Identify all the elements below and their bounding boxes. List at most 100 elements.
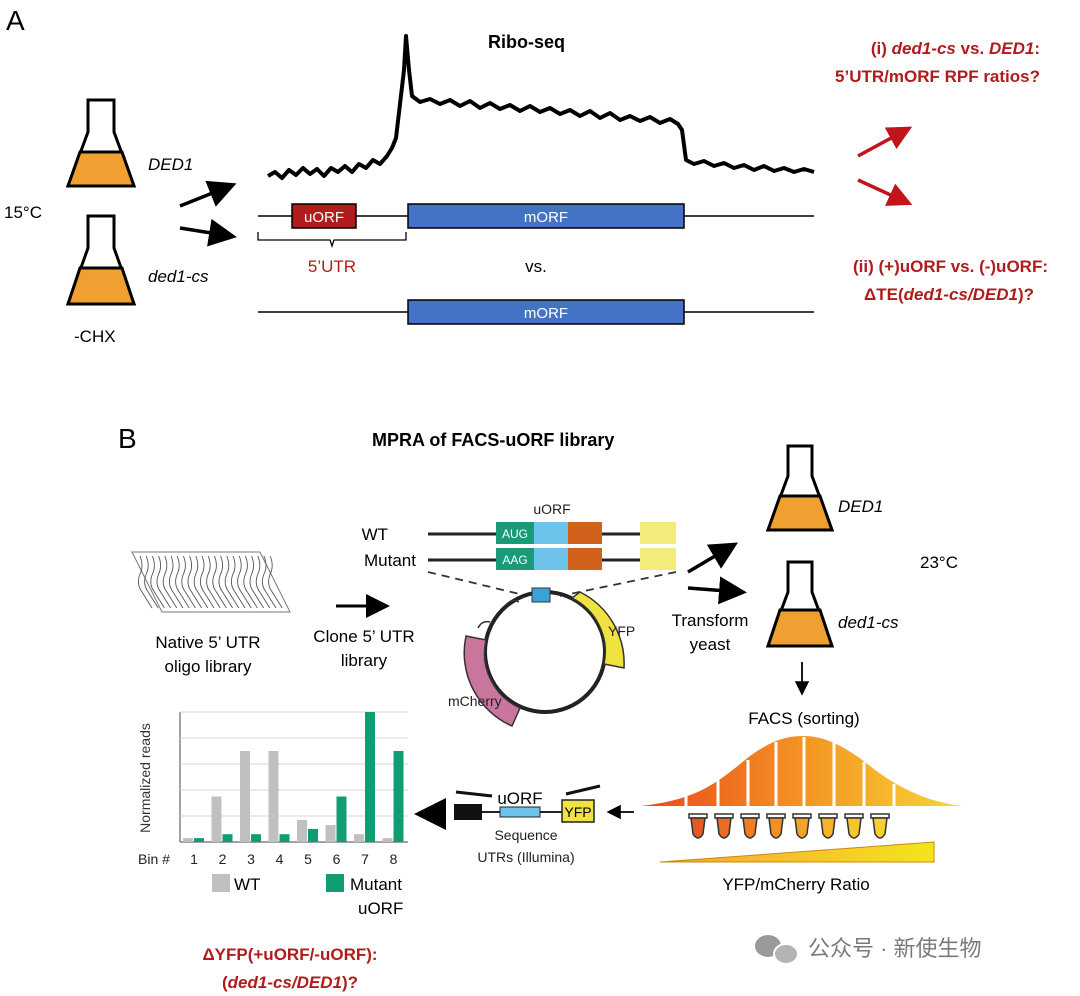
chart-xlabel: Bin # bbox=[138, 851, 170, 867]
oligo-strand bbox=[261, 555, 277, 609]
facs-distribution bbox=[640, 736, 962, 806]
oligo-strand bbox=[144, 555, 159, 609]
plasmid-yfp-label: YFP bbox=[608, 623, 635, 639]
legend-swatch-wt bbox=[212, 874, 230, 892]
tube-icon bbox=[740, 813, 760, 839]
sequencing-label-line-2: UTRs (Illumina) bbox=[477, 849, 574, 865]
bar-mutant-bin-2 bbox=[222, 834, 233, 842]
oligo-strand bbox=[175, 555, 190, 609]
oligo-strand bbox=[243, 555, 258, 609]
question-3-line-1: ΔYFP(+uORF/-uORF): bbox=[202, 945, 377, 964]
start-codon-box bbox=[496, 548, 534, 570]
temperature-15: 15°C bbox=[4, 203, 42, 222]
sequencing-construct bbox=[454, 784, 601, 823]
chart-tick-label: 2 bbox=[219, 851, 227, 867]
library-label-line-1: Native 5’ UTR bbox=[155, 633, 260, 652]
bar-mutant-bin-8 bbox=[393, 751, 404, 842]
uorf-body-box bbox=[534, 522, 568, 544]
zoom-line bbox=[559, 571, 677, 597]
temperature-23: 23°C bbox=[920, 553, 958, 572]
strain-ded1: DED1 bbox=[148, 155, 193, 174]
transform-label-line-1: Transform bbox=[672, 611, 749, 630]
morf-box bbox=[407, 203, 685, 229]
uorf-end-box bbox=[568, 548, 602, 570]
question-1-line-2: 5’UTR/mORF RPF ratios? bbox=[835, 67, 1040, 86]
transform-label-line-2: yeast bbox=[690, 635, 731, 654]
oligo-strand bbox=[268, 555, 283, 609]
bar-mutant-bin-3 bbox=[251, 834, 261, 842]
utr-label: 5’UTR bbox=[308, 257, 356, 276]
chart-tick-label: 1 bbox=[190, 851, 198, 867]
flask-icon bbox=[765, 560, 835, 648]
treatment-chx: -CHX bbox=[74, 327, 116, 346]
oligo-strand bbox=[199, 555, 215, 609]
bar-wt-bin-2 bbox=[211, 796, 222, 842]
chart-ylabel: Normalized reads bbox=[137, 723, 153, 833]
oligo-strand bbox=[206, 555, 221, 609]
oligo-strand bbox=[224, 555, 240, 609]
plasmid-mcherry-label: mCherry bbox=[448, 693, 502, 709]
panel-a-label: A bbox=[6, 5, 25, 36]
collection-tubes bbox=[688, 813, 890, 839]
flask-icon bbox=[65, 214, 137, 306]
chart-tick-label: 4 bbox=[276, 851, 284, 867]
tube-icon bbox=[870, 813, 890, 839]
legend-label-mutant-line-2: uORF bbox=[358, 899, 403, 918]
oligo-library-icon bbox=[131, 551, 291, 613]
bar-mutant-bin-7 bbox=[365, 712, 375, 842]
bar-mutant-bin-1 bbox=[194, 838, 204, 842]
facs-label: FACS (sorting) bbox=[748, 709, 859, 728]
question-2-line-2: ΔTE(ded1-cs/DED1)? bbox=[864, 285, 1034, 304]
oligo-strand bbox=[168, 555, 184, 609]
start-codon-box bbox=[496, 522, 534, 544]
legend-label-wt: WT bbox=[234, 875, 260, 894]
morf-label: mORF bbox=[524, 305, 568, 322]
tube-icon bbox=[714, 813, 734, 839]
flask-icon bbox=[65, 98, 137, 188]
panel-b-title: MPRA of FACS-uORF library bbox=[372, 430, 614, 450]
ratio-label: YFP/mCherry Ratio bbox=[722, 875, 869, 894]
bar-wt-bin-6 bbox=[325, 825, 336, 842]
bar-wt-bin-4 bbox=[268, 751, 279, 842]
chart-tick-label: 7 bbox=[361, 851, 369, 867]
sequencing-label-line-1: Sequence bbox=[494, 827, 557, 843]
bar-wt-bin-7 bbox=[354, 834, 364, 842]
bar-wt-bin-8 bbox=[382, 838, 393, 842]
oligo-strand bbox=[237, 555, 252, 609]
flask-icon bbox=[765, 444, 835, 532]
oligo-strand bbox=[249, 555, 264, 609]
oligo-strand bbox=[150, 555, 165, 609]
question-2-line-1: (ii) (+)uORF vs. (-)uORF: bbox=[853, 257, 1048, 276]
chart-tick-label: 5 bbox=[304, 851, 312, 867]
panel-b-label: B bbox=[118, 423, 137, 454]
legend-label-mutant-line-1: Mutant bbox=[350, 875, 402, 894]
uorf-body-box bbox=[534, 548, 568, 570]
arrow-icon bbox=[179, 218, 237, 247]
oligo-strand bbox=[230, 555, 246, 609]
construct-wt-label: WT bbox=[362, 525, 388, 544]
question-3-line-2: (ded1-cs/DED1)? bbox=[222, 973, 358, 992]
tube-icon bbox=[766, 813, 786, 839]
red-arrow-icon bbox=[857, 178, 913, 206]
aag-label: AAG bbox=[502, 553, 527, 567]
bar-wt-bin-5 bbox=[297, 819, 307, 842]
wechat-icon bbox=[755, 935, 799, 965]
morf-label: mORF bbox=[524, 209, 568, 226]
tube-icon bbox=[844, 813, 864, 839]
panel-a: A Ribo-seq 15°C DED1 ded1-cs -CHX uORF m… bbox=[4, 5, 1048, 346]
chart-tick-label: 8 bbox=[390, 851, 398, 867]
oligo-strand bbox=[218, 555, 233, 609]
ratio-wedge bbox=[659, 841, 935, 863]
panel-b: B MPRA of FACS-uORF library Native 5’ UT… bbox=[118, 423, 982, 992]
strain-ded1-b: DED1 bbox=[838, 497, 883, 516]
uorf-box bbox=[291, 203, 357, 229]
sequencing-uorf-label: uORF bbox=[497, 789, 542, 808]
bar-mutant-bin-6 bbox=[336, 796, 347, 842]
tube-icon bbox=[792, 813, 812, 839]
uorf-label: uORF bbox=[304, 209, 344, 226]
oligo-strand bbox=[255, 555, 271, 609]
oligo-strand bbox=[181, 555, 196, 609]
clone-label-line-1: Clone 5’ UTR bbox=[313, 627, 414, 646]
legend-swatch-mutant bbox=[326, 874, 344, 892]
